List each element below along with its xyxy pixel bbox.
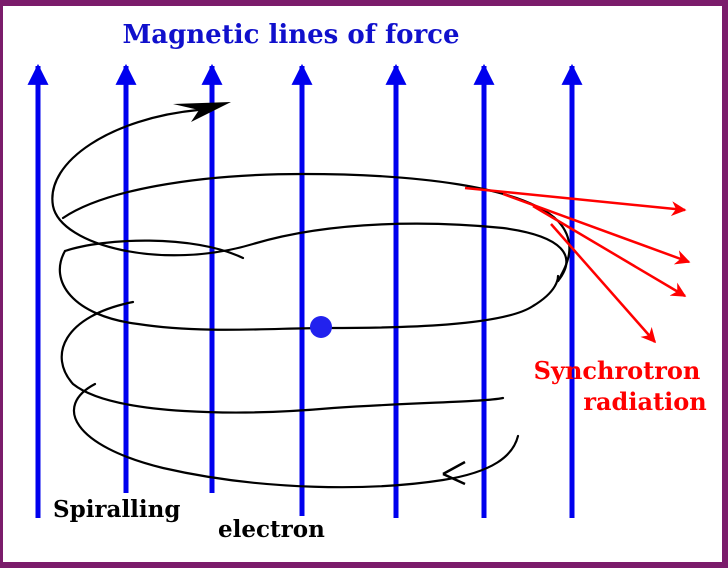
electron-label-bg — [49, 493, 219, 521]
spiral-loop-middle-upper — [63, 239, 245, 260]
synchrotron-diagram: Magnetic lines of force — [27, 20, 707, 543]
radiation-ray-2 — [502, 192, 691, 265]
spiral-loop-bottom — [72, 382, 520, 489]
spiral-path — [51, 108, 571, 489]
radiation-ray-4 — [550, 223, 656, 344]
radiation-rays — [464, 186, 691, 344]
radiation-ray-3 — [532, 204, 687, 298]
electron-dot — [310, 316, 332, 338]
diagram-title: Magnetic lines of force — [122, 20, 459, 50]
radiation-ray-1 — [464, 186, 687, 217]
electron-label-line2: electron — [218, 516, 325, 543]
spiral-direction-arrow-bottom — [442, 460, 466, 486]
spiral-direction-arrow-top — [173, 102, 231, 122]
radiation-label-line1: Synchrotron — [534, 356, 701, 385]
spiral-loop-third — [60, 300, 505, 414]
radiation-label-line2: radiation — [583, 387, 706, 416]
electron-label-bg-2 — [215, 516, 353, 542]
spiral-loop-top — [51, 108, 568, 283]
spiral-loop-top-front — [61, 172, 571, 283]
electron-label-line1: Spiralling — [53, 496, 180, 523]
magnetic-field-lines — [27, 63, 583, 518]
